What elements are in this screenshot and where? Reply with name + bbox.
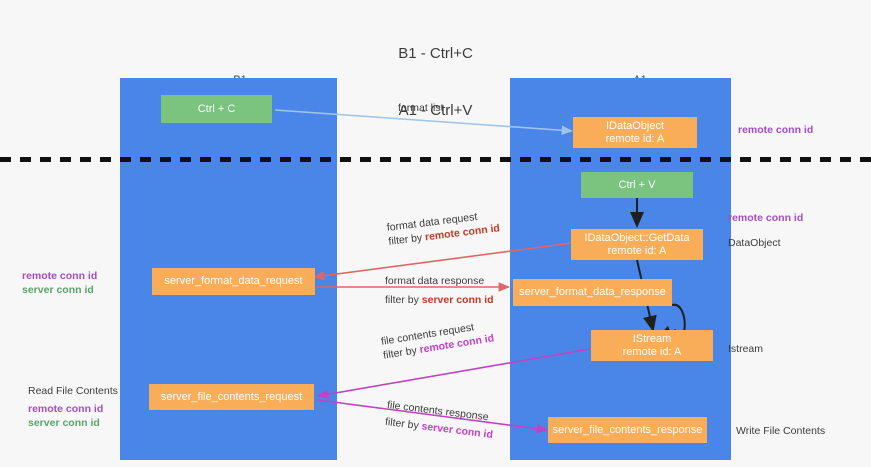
edge-label-format-data-request: format data request filter by remote con… xyxy=(386,207,501,248)
annotation-right-istream: Istream xyxy=(728,343,764,355)
node-istream-line2: remote id: A xyxy=(622,345,682,358)
node-server-format-data-request[interactable]: server_format_data_request xyxy=(152,268,315,295)
node-server-file-contents-response[interactable]: server_file_contents_response xyxy=(548,417,707,443)
edge-format-data-response-prefix: filter by xyxy=(385,294,422,306)
edge-file-contents-response-prefix: filter by xyxy=(384,415,423,433)
node-getdata-line1: IDataObject::GetData xyxy=(584,231,690,244)
node-server-file-contents-request[interactable]: server_file_contents_request xyxy=(149,384,314,410)
annotation-right-dataobject: DataObject xyxy=(728,237,781,249)
annotation-left-remote-conn-id-2: remote conn id xyxy=(28,403,104,415)
annotation-right-mid-remote-conn-id: remote conn id xyxy=(728,212,804,224)
annotation-right-write-file-contents: Write File Contents xyxy=(736,425,826,437)
annotation-right-top-remote-conn-id: remote conn id xyxy=(738,124,814,136)
edge-label-format-list: format list xyxy=(398,101,444,115)
node-istream[interactable]: IStream remote id: A xyxy=(591,330,713,361)
node-istream-line1: IStream xyxy=(632,332,672,345)
phase-separator xyxy=(0,157,871,162)
node-server-file-contents-response-label: server_file_contents_response xyxy=(552,423,703,436)
annotation-left-server-conn-id-1: server conn id xyxy=(22,284,94,296)
node-server-format-data-response[interactable]: server_format_data_response xyxy=(513,279,672,306)
node-ctrl-v[interactable]: Ctrl + V xyxy=(581,172,693,198)
node-server-format-data-response-label: server_format_data_response xyxy=(519,286,666,298)
title-line-1: B1 - Ctrl+C xyxy=(398,45,473,62)
annotation-left-server-conn-id-2: server conn id xyxy=(28,417,100,429)
edge-format-data-request-prefix: filter by xyxy=(387,231,426,248)
node-ctrl-v-label: Ctrl + V xyxy=(618,178,656,191)
annotation-left-remote-conn-id-1: remote conn id xyxy=(22,270,98,282)
node-server-format-data-request-label: server_format_data_request xyxy=(164,275,303,287)
edge-format-data-response-key: server conn id xyxy=(421,294,494,306)
node-ctrl-c-label: Ctrl + C xyxy=(197,102,236,115)
node-idataobject-line1: IDataObject xyxy=(605,119,665,132)
annotation-left-read-file-contents: Read File Contents xyxy=(28,385,118,397)
node-idataobject[interactable]: IDataObject remote id: A xyxy=(573,117,697,148)
edge-label-file-contents-request: file contents request filter by remote c… xyxy=(380,317,495,362)
edge-label-format-list-text: format list xyxy=(398,102,444,114)
node-server-file-contents-request-label: server_file_contents_request xyxy=(160,390,303,403)
edge-label-file-contents-response: file contents response filter by server … xyxy=(384,398,496,442)
node-getdata-line2: remote id: A xyxy=(607,244,667,257)
edge-format-data-response-line2: filter by server conn id xyxy=(385,293,494,307)
node-idataobject-getdata[interactable]: IDataObject::GetData remote id: A xyxy=(571,229,703,260)
edge-label-format-data-response: format data response filter by server co… xyxy=(385,274,494,307)
node-idataobject-line2: remote id: A xyxy=(605,132,665,145)
edge-format-data-response-line1: format data response xyxy=(385,275,485,287)
node-ctrl-c[interactable]: Ctrl + C xyxy=(161,95,272,123)
